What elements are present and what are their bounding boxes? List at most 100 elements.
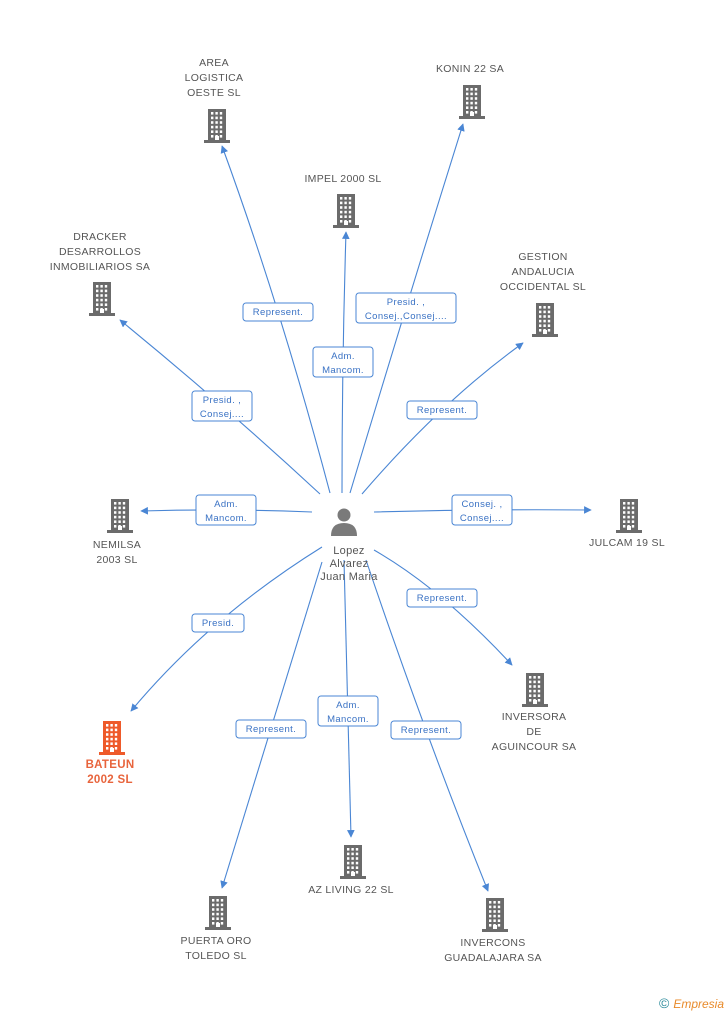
company-name: IMPEL 2000 SL bbox=[304, 173, 381, 185]
company-name: OESTE SL bbox=[187, 87, 241, 99]
edge-labels-layer: Represent. Presid. , Consej.,Consej.... Adm… bbox=[191, 292, 513, 740]
building-icon[interactable] bbox=[532, 303, 558, 337]
company-node-inversora[interactable]: INVERSORA DE AGUINCOUR SA bbox=[492, 673, 577, 753]
company-name: OCCIDENTAL SL bbox=[500, 281, 586, 293]
company-node-konin[interactable]: KONIN 22 SA bbox=[436, 63, 504, 119]
company-name: TOLEDO SL bbox=[185, 950, 246, 962]
edge-label-box bbox=[355, 292, 457, 324]
building-icon[interactable] bbox=[204, 109, 230, 143]
edge-label-text: Consej.,Consej.... bbox=[365, 311, 447, 322]
person-name: Alvarez bbox=[330, 558, 369, 570]
company-name: KONIN 22 SA bbox=[436, 63, 504, 75]
company-node-impel[interactable]: IMPEL 2000 SL bbox=[304, 173, 381, 228]
company-node-julcam[interactable]: JULCAM 19 SL bbox=[589, 499, 665, 549]
copyright-icon: © bbox=[658, 995, 670, 1011]
company-name: INVERSORA bbox=[502, 711, 567, 723]
edge-label-box bbox=[406, 400, 478, 420]
edge-label-text: Represent. bbox=[246, 724, 296, 735]
company-node-bateun[interactable]: BATEUN 2002 SL bbox=[86, 721, 135, 786]
building-icon[interactable] bbox=[205, 896, 231, 930]
edge-label-text: Adm. bbox=[336, 700, 360, 711]
edge-label-text: Presid. , bbox=[387, 297, 425, 308]
company-name: NEMILSA bbox=[93, 539, 141, 551]
edge-label-azliving[interactable]: Adm. Mancom. bbox=[317, 695, 379, 727]
edge-label-invercons[interactable]: Represent. bbox=[390, 720, 462, 740]
building-icon[interactable] bbox=[99, 721, 125, 755]
building-icon[interactable] bbox=[333, 194, 359, 228]
edge-label-box bbox=[390, 720, 462, 740]
edge-label-text: Mancom. bbox=[327, 714, 369, 725]
edge-label-konin[interactable]: Presid. , Consej.,Consej.... bbox=[355, 292, 457, 324]
company-name: DESARROLLOS bbox=[59, 246, 141, 258]
edge-label-inversora[interactable]: Represent. bbox=[406, 588, 478, 608]
company-name: JULCAM 19 SL bbox=[589, 537, 665, 549]
edge-label-text: Presid. , bbox=[203, 395, 241, 406]
edge-label-box bbox=[451, 494, 513, 526]
person-name: Lopez bbox=[333, 545, 364, 557]
edge-label-text: Presid. bbox=[202, 618, 234, 629]
edge-label-area[interactable]: Represent. bbox=[242, 302, 314, 322]
company-name: DE bbox=[526, 726, 541, 738]
company-name: GUADALAJARA SA bbox=[444, 952, 542, 964]
edge-label-box bbox=[191, 613, 245, 633]
edges-layer bbox=[119, 123, 592, 892]
edge-label-text: Represent. bbox=[253, 307, 303, 318]
edge-label-julcam[interactable]: Consej. , Consej.... bbox=[451, 494, 513, 526]
edge-label-text: Mancom. bbox=[322, 365, 364, 376]
edge-label-text: Consej. , bbox=[461, 499, 502, 510]
company-name: 2002 SL bbox=[87, 774, 133, 786]
edge-label-text: Consej.... bbox=[200, 409, 244, 420]
company-name: PUERTA ORO bbox=[181, 935, 252, 947]
nodes-layer: AREA LOGISTICA OESTE SL KONIN 22 SA IMPEL 20… bbox=[50, 57, 665, 964]
person-icon bbox=[331, 508, 357, 536]
company-name: AREA bbox=[199, 57, 229, 69]
building-icon[interactable] bbox=[107, 499, 133, 533]
company-name: 2003 SL bbox=[96, 554, 137, 566]
edge-label-nemilsa[interactable]: Adm.Mancom. bbox=[195, 494, 257, 526]
company-node-azliving[interactable]: AZ LIVING 22 SL bbox=[308, 845, 394, 896]
edge-label-impel[interactable]: Adm. Mancom. bbox=[312, 346, 374, 378]
company-name: AZ LIVING 22 SL bbox=[308, 884, 394, 896]
brand-name: Empresia bbox=[673, 997, 724, 1011]
company-name: ANDALUCIA bbox=[512, 266, 575, 278]
edge-label-bateun[interactable]: Presid. bbox=[191, 613, 245, 633]
edge-label-text: Represent. bbox=[401, 725, 451, 736]
edge-label-box bbox=[406, 588, 478, 608]
edge-label-dracker[interactable]: Presid. , Consej.... bbox=[191, 390, 253, 422]
building-icon[interactable] bbox=[340, 845, 366, 879]
company-name: DRACKER bbox=[73, 231, 127, 243]
edge-label-box bbox=[235, 719, 307, 739]
company-node-nemilsa[interactable]: NEMILSA 2003 SL bbox=[93, 499, 141, 566]
edge-label-text: Represent. bbox=[417, 593, 467, 604]
building-icon[interactable] bbox=[482, 898, 508, 932]
edge-label-text: Adm. bbox=[331, 351, 355, 362]
company-node-dracker[interactable]: DRACKER DESARROLLOS INMOBILIARIOS SA bbox=[50, 231, 151, 316]
company-node-area[interactable]: AREA LOGISTICA OESTE SL bbox=[185, 57, 244, 143]
edge-label-puerta[interactable]: Represent. bbox=[235, 719, 307, 739]
person-name: Juan Maria bbox=[320, 571, 378, 583]
building-icon[interactable] bbox=[459, 85, 485, 119]
edge-label-box bbox=[191, 390, 253, 422]
building-icon[interactable] bbox=[522, 673, 548, 707]
footer-brand[interactable]: ©Empresia bbox=[659, 995, 724, 1011]
company-node-puerta[interactable]: PUERTA ORO TOLEDO SL bbox=[181, 896, 252, 962]
company-name: GESTION bbox=[518, 251, 567, 263]
company-node-invercons[interactable]: INVERCONS GUADALAJARA SA bbox=[444, 898, 542, 964]
edge-label-box bbox=[242, 302, 314, 322]
edge-label-gestion[interactable]: Represent. bbox=[406, 400, 478, 420]
company-name: BATEUN bbox=[86, 759, 135, 771]
edge-label-box bbox=[195, 494, 257, 526]
edge-label-box bbox=[312, 346, 374, 378]
company-name: AGUINCOUR SA bbox=[492, 741, 577, 753]
company-node-gestion[interactable]: GESTION ANDALUCIA OCCIDENTAL SL bbox=[500, 251, 586, 337]
company-name: INMOBILIARIOS SA bbox=[50, 261, 151, 273]
edge-label-box bbox=[317, 695, 379, 727]
building-icon[interactable] bbox=[616, 499, 642, 533]
edge-label-text: Consej.... bbox=[460, 513, 504, 524]
building-icon[interactable] bbox=[89, 282, 115, 316]
company-name: LOGISTICA bbox=[185, 72, 244, 84]
company-name: INVERCONS bbox=[460, 937, 525, 949]
edge-label-text: Represent. bbox=[417, 405, 467, 416]
